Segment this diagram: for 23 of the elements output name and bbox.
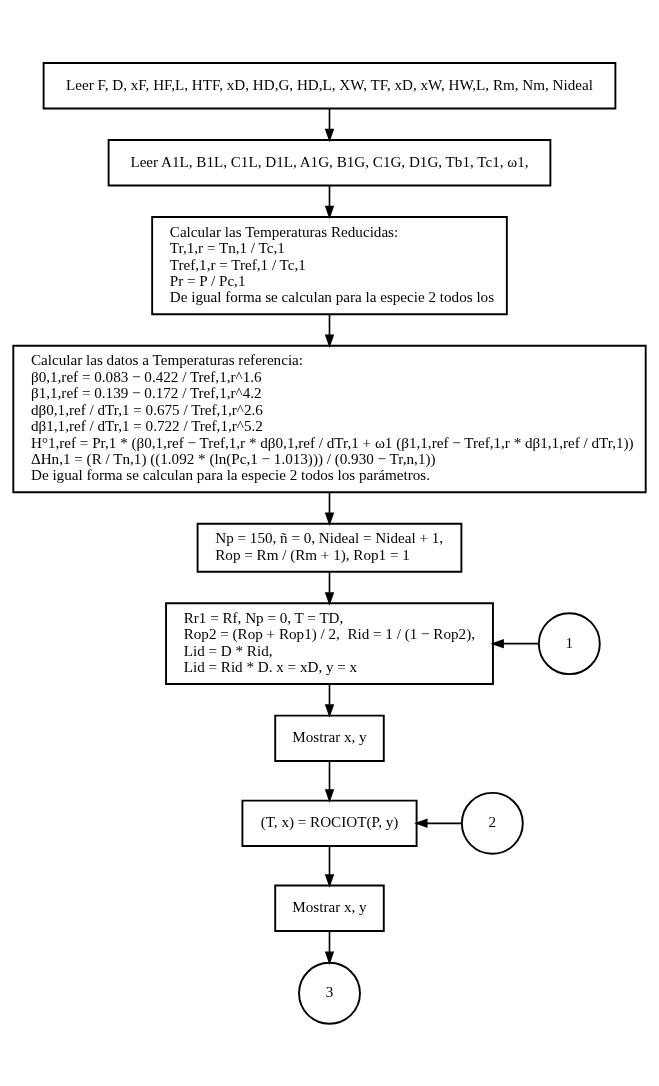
node-box: Leer A1L, B1L, C1L, D1L, A1G, B1G, C1G, D1G, Tb1, Tc1, ω1, <box>107 138 552 186</box>
arrow <box>324 570 335 606</box>
arrow <box>324 490 335 526</box>
node-circle: 1 <box>537 611 601 675</box>
arrow <box>324 313 335 348</box>
arrow <box>324 844 335 888</box>
node-box: Leer F, D, xF, HF,L, HTF, xD, HD,G, HD,L, XW, TF, xD, xW, HW,L, Rm, Nm, Nideal <box>42 61 617 109</box>
node-box: Np = 150, ñ = 0, Nideal = Nideal + 1, Rop = Rm / (Rm + 1), Rop1 = 1 <box>196 522 463 573</box>
arrow <box>490 638 540 648</box>
node-box: Mostrar x, y <box>274 884 385 932</box>
arrow <box>324 683 335 718</box>
node-box: Rr1 = Rf, Np = 0, T = TD, Rop2 = (Rop + Rop1) / 2, Rid = 1 / (1 − Rop2), Lid = D * Rid, Lid = Rid * D. x = xD, y = x <box>165 601 494 685</box>
node-box: (T, x) = ROCIOT(P, y) <box>241 799 418 847</box>
arrow <box>414 818 463 828</box>
arrow <box>324 107 335 142</box>
arrow <box>324 184 335 219</box>
arrow <box>324 929 335 965</box>
arrow <box>324 759 335 803</box>
node-circle: 3 <box>298 961 361 1025</box>
node-box: Mostrar x, y <box>274 714 385 762</box>
node-circle: 2 <box>460 791 524 855</box>
node-box: Calcular las Temperaturas Reducidas: Tr,1,r = Tn,1 / Tc,1 Tref,1,r = Tref,1 / Tc,1 Pr = P / Pc,1 De igual forma se calculan para la especie 2 todos los <box>151 215 508 315</box>
node-box: Calcular las datos a Temperaturas referencia: β0,1,ref = 0.083 − 0.422 / Tref,1,r^1.6 β1,1,ref = 0.139 − 0.172 / Tref,1,r^4.2 dβ0,1,ref / dTr,1 = 0.675 / Tref,1,r^2.6 dβ1,1,ref / dTr,1 = 0.722 / Tref,1,r^5.2 H°1,ref = Pr,1 * (β0,1,ref − Tref,1,r * dβ0,1,ref / dTr,1 + ω1 (β1,1,ref − Tref,1,r * dβ1,1,ref / dTr,1)) ΔHn,1 = (R / Tn,1) ((1.092 * (ln(Pc,1 − 1.013))) / (0.930 − Tr,n,1)) De igual forma se calculan para la especie 2 todos los parámetros. <box>12 344 647 493</box>
